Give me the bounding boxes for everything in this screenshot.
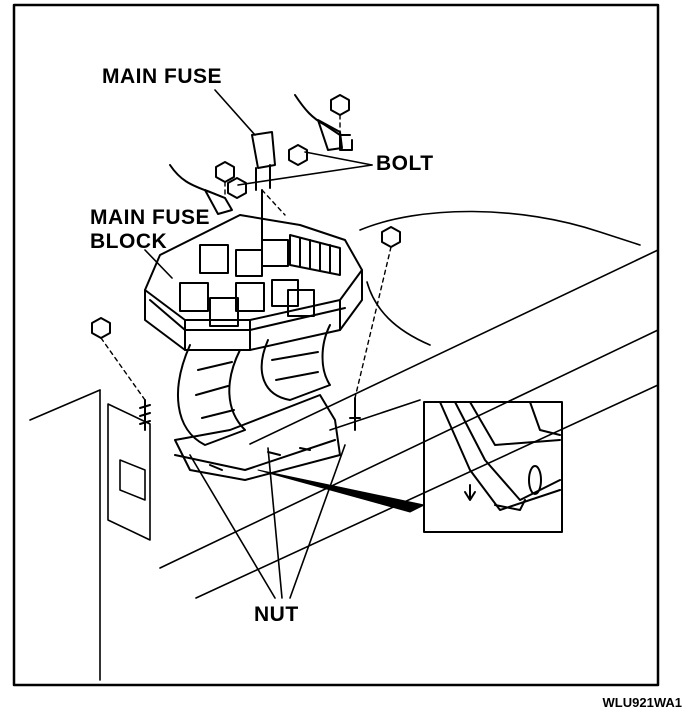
nut-right	[381, 226, 401, 248]
main-fuse	[251, 131, 276, 241]
stud-right	[349, 397, 361, 431]
bolt-4	[227, 177, 247, 199]
alignment-dashes	[100, 114, 392, 401]
bolt-2	[288, 144, 308, 166]
vehicle-body	[29, 210, 659, 681]
battery-cables	[169, 94, 353, 215]
nut-label: NUT	[254, 603, 299, 626]
bolt-label: BOLT	[376, 152, 434, 175]
main-fuse-label: MAIN FUSE	[102, 65, 222, 88]
main-fuse-block-label-line2: BLOCK	[90, 230, 168, 253]
mounting-bracket	[174, 394, 341, 481]
bolt-1	[330, 94, 350, 116]
main-fuse-block-label: MAIN FUSE BLOCK	[90, 206, 210, 254]
figure-code: WLU921WA1	[602, 695, 682, 710]
main-fuse-block	[144, 214, 363, 351]
inset-detail	[423, 401, 563, 533]
bolt-3	[215, 161, 235, 183]
detail-pointer	[257, 469, 425, 513]
fastener-hardware	[91, 94, 401, 431]
figure-frame	[12, 3, 660, 687]
stud-left	[139, 399, 151, 431]
main-fuse-block-label-line1: MAIN FUSE	[90, 206, 210, 229]
wire-harness	[177, 324, 331, 446]
nut-left	[91, 317, 111, 339]
